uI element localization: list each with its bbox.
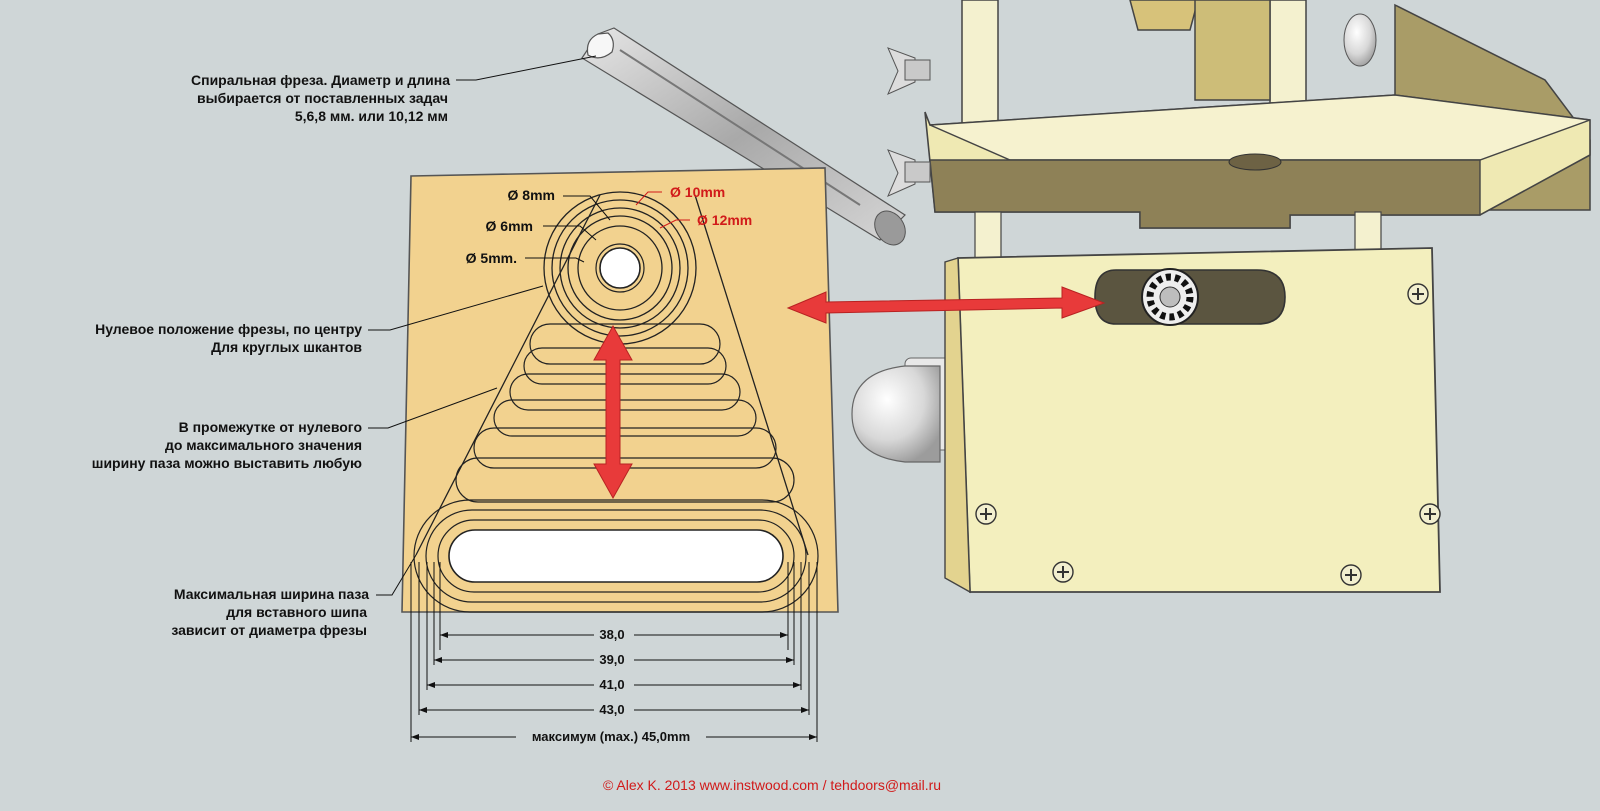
pin-hole xyxy=(599,247,641,289)
dim-label-bg xyxy=(594,651,634,667)
diameter-leaders xyxy=(525,195,611,263)
screw-icon xyxy=(975,503,997,525)
dim-label-bg xyxy=(594,626,634,642)
cutter-note-line1: Спиральная фреза. Диаметр и длина xyxy=(191,72,450,88)
dim-label-bg xyxy=(516,728,706,744)
maxwidth-note-line3: зависит от диаметра фрезы xyxy=(171,622,367,638)
range-annotation: В промежутке от нулевого до максимальног… xyxy=(92,419,362,471)
dim-max: максимум (max.) 45,0mm xyxy=(532,729,690,744)
diameter-6-label: Ø 6mm xyxy=(486,218,533,234)
motor-top xyxy=(1129,0,1199,31)
diameter-8-label: Ø 8mm xyxy=(508,187,555,203)
lower-post xyxy=(974,211,1002,263)
side-knob-big xyxy=(851,365,941,463)
dim-43: 43,0 xyxy=(599,702,624,717)
diameter-10-label: Ø 10mm xyxy=(670,184,725,200)
screw-icon xyxy=(1052,561,1074,583)
diameter-5-label: Ø 5mm. xyxy=(466,250,517,266)
max-slot xyxy=(413,499,819,613)
right-post xyxy=(1269,0,1307,111)
spindle-hole xyxy=(1228,153,1282,171)
credit-footer: © Alex K. 2013 www.instwood.com / tehdoo… xyxy=(603,777,941,793)
screw-icon xyxy=(1340,564,1362,586)
screw-icon xyxy=(1419,503,1441,525)
screw-icon xyxy=(1407,283,1429,305)
maxwidth-note-line2: для вставного шипа xyxy=(226,604,367,620)
top-plate-underside xyxy=(929,159,1481,229)
cutter-bit-icon xyxy=(1141,268,1199,326)
dim-label-bg xyxy=(594,701,634,717)
wing-nut-icon xyxy=(887,47,931,95)
range-note-line1: В промежутке от нулевого xyxy=(179,419,362,435)
zero-note-line1: Нулевое положение фрезы, по центру xyxy=(95,321,362,337)
slot-steps xyxy=(455,323,795,503)
max-width-annotation: Максимальная ширина паза для вставного ш… xyxy=(171,586,369,638)
router-base-side xyxy=(944,257,971,594)
range-note-line3: ширину паза можно выставить любую xyxy=(92,455,362,471)
dim-41: 41,0 xyxy=(599,677,624,692)
dim-39: 39,0 xyxy=(599,652,624,667)
maxwidth-note-line1: Максимальная ширина паза xyxy=(174,586,369,602)
diameter-12-label: Ø 12mm xyxy=(697,212,752,228)
motor-body xyxy=(1194,0,1271,101)
dim-label-bg xyxy=(594,676,634,692)
zero-note-line2: Для круглых шкантов xyxy=(211,339,362,355)
triangle-outline xyxy=(415,194,809,556)
dimension-arrowheads xyxy=(411,632,817,740)
router-machine xyxy=(851,0,1591,594)
cutter-note-line3: 5,6,8 мм. или 10,12 мм xyxy=(295,108,448,124)
vertical-range-arrow xyxy=(593,324,633,500)
pin-hole-ring xyxy=(595,243,645,293)
zero-position-annotation: Нулевое положение фрезы, по центру Для к… xyxy=(95,321,362,355)
horizontal-link-arrow xyxy=(786,286,1106,324)
annotation-leaders xyxy=(368,55,597,596)
left-post xyxy=(961,0,999,141)
dim-38: 38,0 xyxy=(599,627,624,642)
range-note-line2: до максимального значения xyxy=(165,437,362,453)
cutter-note-line2: выбирается от поставленных задач xyxy=(197,90,448,106)
cutter-annotation: Спиральная фреза. Диаметр и длина выбира… xyxy=(191,72,450,124)
top-plate-face xyxy=(929,94,1591,161)
diameter-leaders-red xyxy=(635,191,690,229)
side-knob xyxy=(1343,13,1377,67)
wing-nut-icon xyxy=(887,149,931,197)
